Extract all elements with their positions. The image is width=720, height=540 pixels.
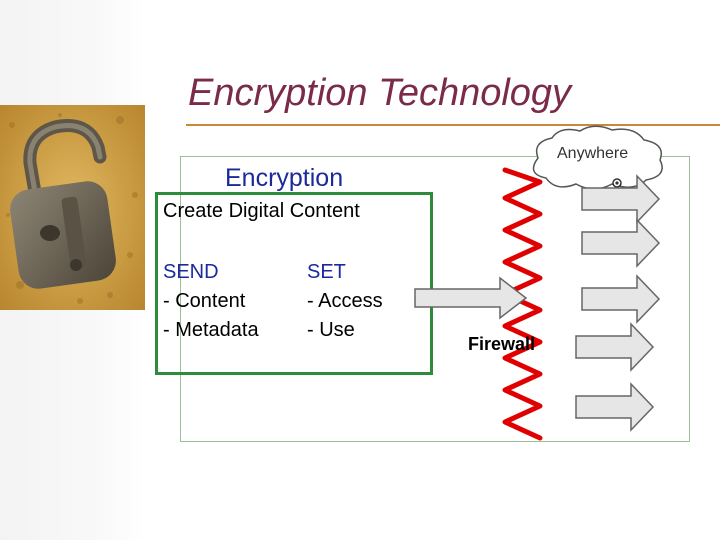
anywhere-label: Anywhere [557, 145, 629, 162]
diagram-frame [180, 156, 690, 442]
send-item-content: - Content [163, 290, 246, 312]
outgoing-arrow-2 [581, 218, 661, 268]
set-item-access: - Access [307, 290, 383, 312]
title-underline [186, 124, 720, 126]
encryption-label: Encryption [225, 164, 344, 192]
send-item-metadata: - Metadata [163, 319, 259, 341]
set-item-use: - Use [307, 319, 355, 341]
outgoing-arrow-1 [581, 174, 661, 224]
outgoing-arrow-5 [575, 382, 655, 432]
send-block: SEND - Content - Metadata [163, 258, 259, 345]
send-heading: SEND [163, 261, 219, 283]
create-content-box [155, 192, 433, 375]
set-heading: SET [307, 261, 346, 283]
outgoing-arrow-3 [581, 274, 661, 324]
content-arrow [414, 276, 528, 320]
open-padlock-image [0, 105, 145, 310]
slide-title: Encryption Technology [188, 72, 572, 114]
outgoing-arrow-4 [575, 322, 655, 372]
set-block: SET - Access - Use [307, 258, 383, 345]
firewall-label: Firewall [468, 334, 536, 354]
cloud-tail-dot [615, 181, 619, 185]
anywhere-cloud [532, 125, 663, 190]
create-content-label: Create Digital Content [163, 200, 360, 222]
firewall-zigzag [502, 167, 543, 441]
